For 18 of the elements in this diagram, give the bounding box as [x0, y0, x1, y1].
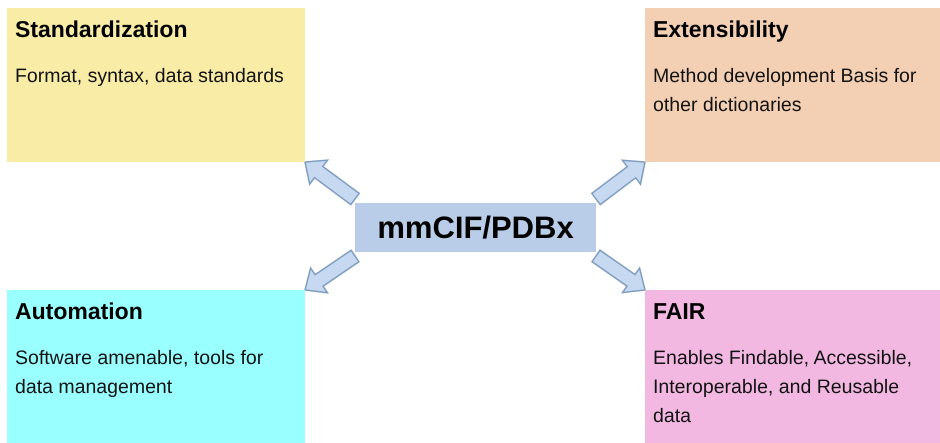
- card-body: Method development Basis for other dictionaries: [653, 64, 918, 118]
- card-heading: Automation: [15, 297, 144, 326]
- card-body: Software amenable, tools for data management: [15, 346, 264, 400]
- block-arrow: [304, 159, 360, 206]
- block-arrow: [590, 159, 646, 206]
- center-label: mmCIF/PDBx: [377, 212, 574, 243]
- card-heading: Extensibility: [653, 15, 790, 44]
- card-heading: FAIR: [653, 297, 706, 326]
- card-heading: Standardization: [15, 15, 189, 44]
- card-body: Format, syntax, data standards: [15, 64, 285, 89]
- text-card: [645, 290, 940, 443]
- text-card: [645, 8, 940, 162]
- text-card: [7, 290, 305, 443]
- card-body: Enables Findable, Accessible, Interoperable, and Reusable data: [653, 346, 914, 429]
- text-card: [7, 8, 305, 162]
- block-arrow: [590, 249, 646, 294]
- block-arrow: [304, 249, 360, 294]
- title-box: [355, 203, 596, 252]
